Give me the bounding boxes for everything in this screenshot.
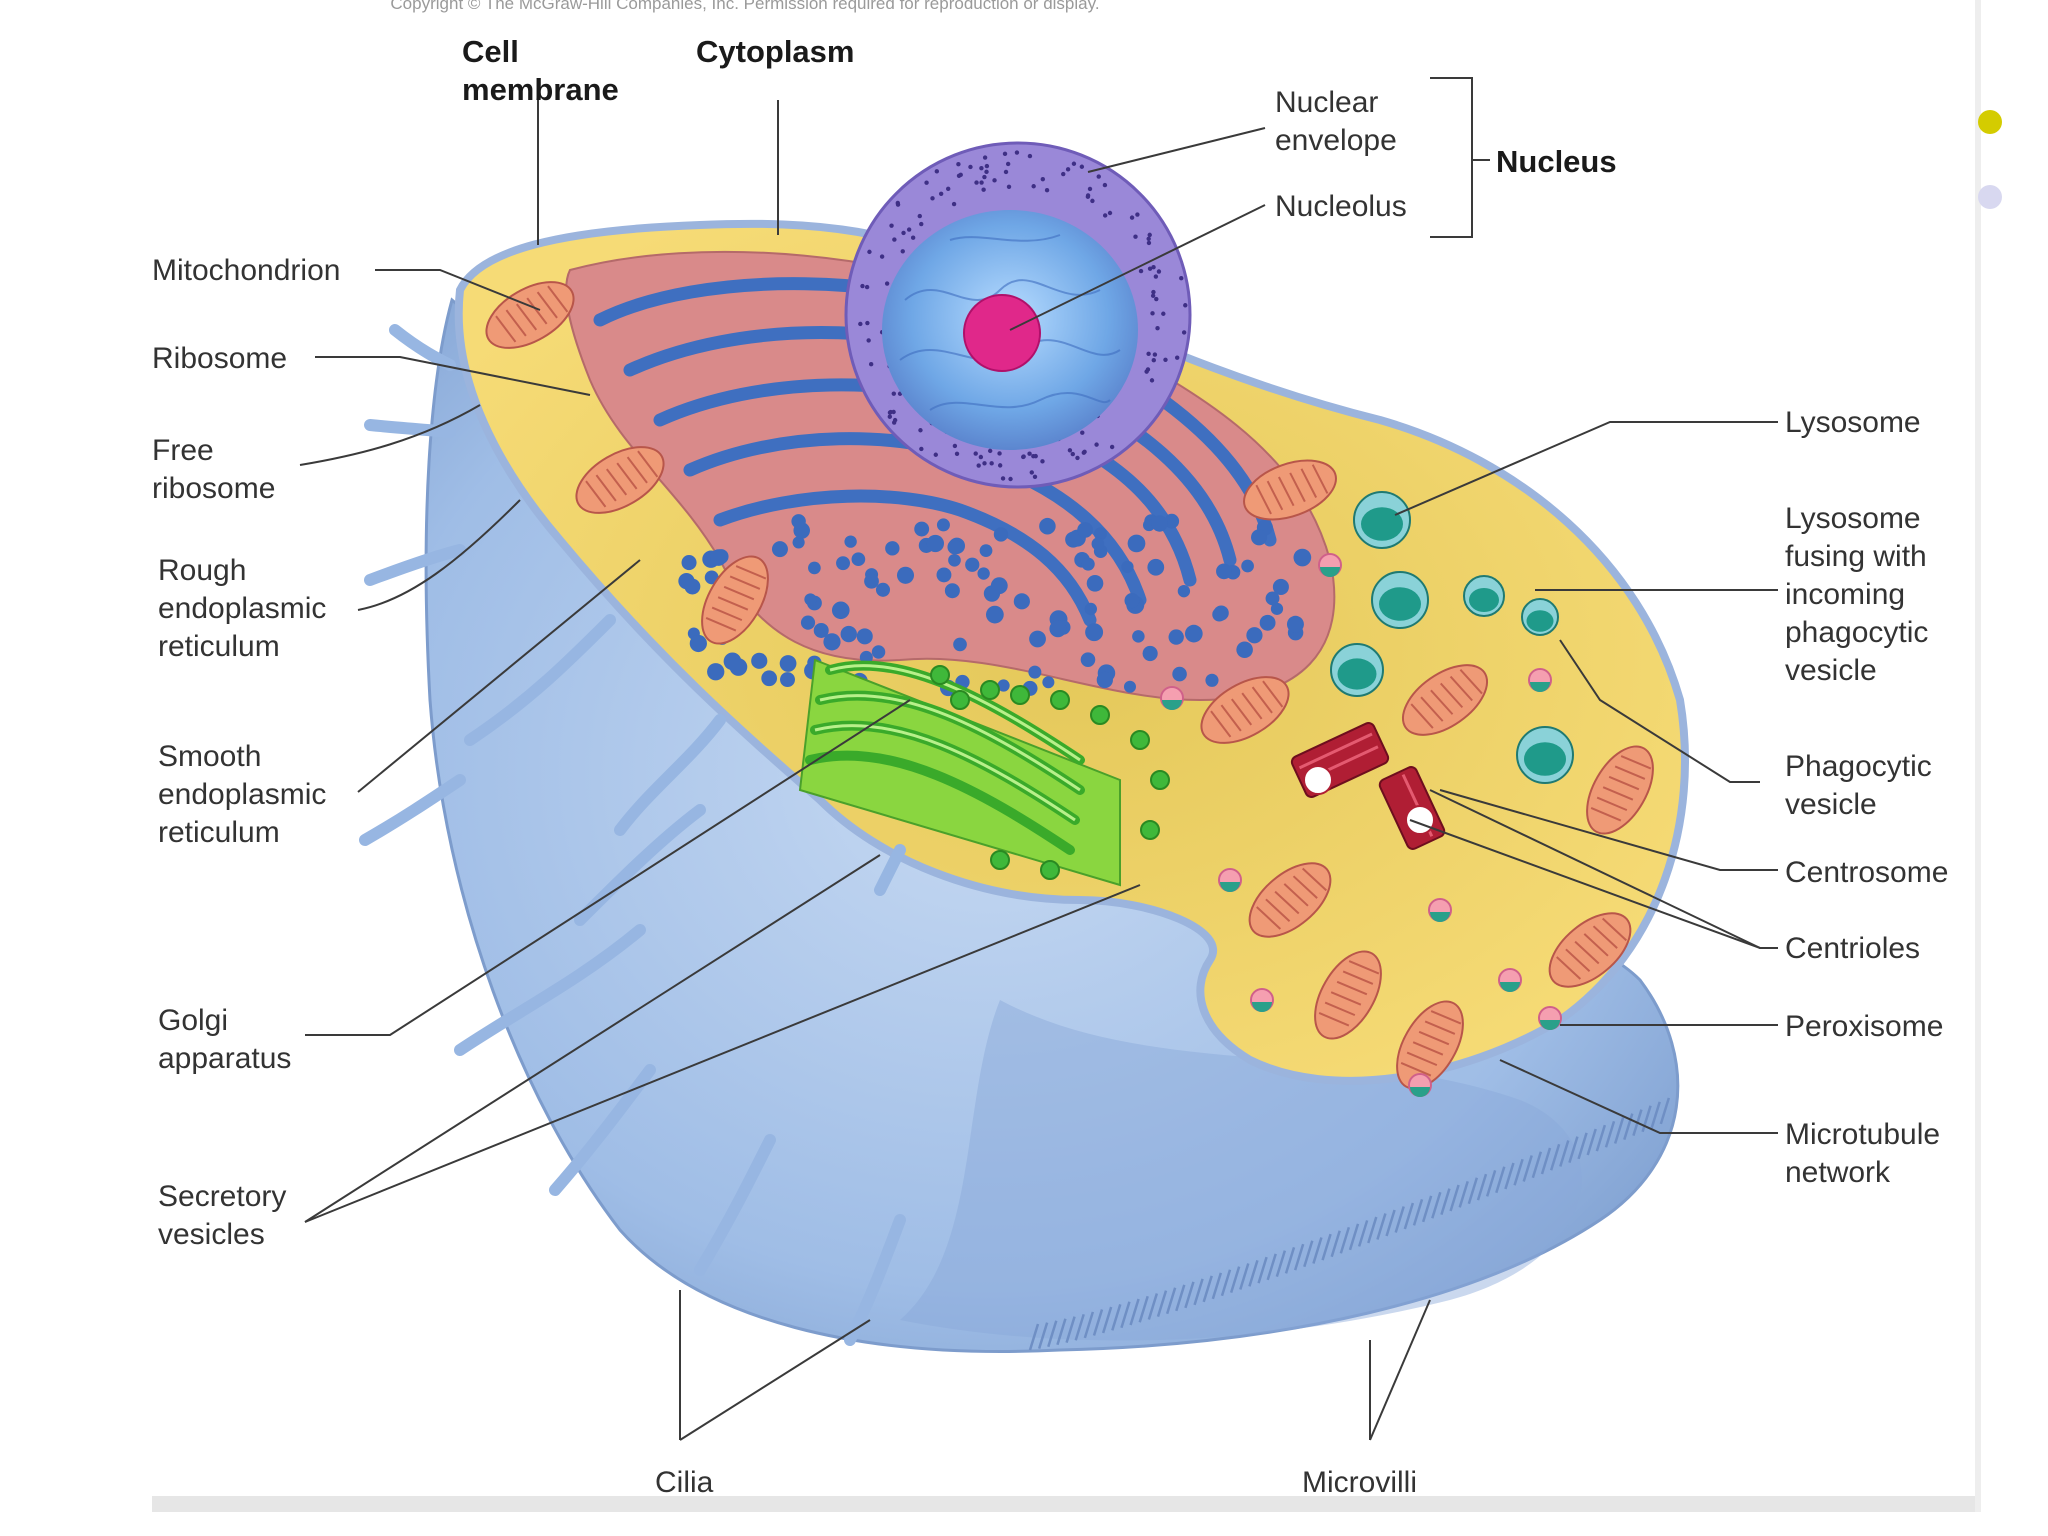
label-centrioles: Centrioles (1785, 932, 1920, 965)
slide-bullet-lavender (1978, 185, 2002, 209)
label-microvilli: Microvilli (1302, 1466, 1417, 1499)
label-nuclear-envelope: Nuclear envelope (1275, 86, 1397, 157)
label-free-ribosome: Free ribosome (152, 434, 275, 505)
label-golgi: Golgi apparatus (158, 1004, 291, 1075)
bottom-border (152, 1496, 1980, 1512)
label-centrosome: Centrosome (1785, 856, 1948, 889)
label-ribosome: Ribosome (152, 342, 287, 375)
label-cytoplasm: Cytoplasm (696, 34, 854, 69)
label-nucleolus: Nucleolus (1275, 190, 1407, 223)
label-microtubule-network: Microtubule network (1785, 1118, 1948, 1189)
label-peroxisome: Peroxisome (1785, 1010, 1943, 1043)
label-lysosome: Lysosome (1785, 406, 1921, 439)
label-smooth-er: Smooth endoplasmic reticulum (158, 740, 335, 849)
right-border (1975, 0, 1981, 1512)
label-lysosome-fusing: Lysosome fusing with incoming phagocytic… (1785, 502, 1937, 687)
label-nucleus: Nucleus (1496, 144, 1617, 179)
label-phagocytic-vesicle: Phagocytic vesicle (1785, 750, 1940, 821)
label-rough-er: Rough endoplasmic reticulum (158, 554, 335, 663)
nucleolus-body (964, 295, 1040, 371)
copyright-notice: Copyright © The McGraw-Hill Companies, I… (390, 0, 1099, 13)
label-secretory-vesicles: Secretory vesicles (158, 1180, 295, 1251)
slide-bullet-yellow (1978, 110, 2002, 134)
label-cell-membrane: Cell membrane (462, 34, 619, 107)
label-cilia: Cilia (655, 1466, 714, 1499)
label-mitochondrion: Mitochondrion (152, 254, 340, 287)
nucleus (846, 143, 1190, 487)
